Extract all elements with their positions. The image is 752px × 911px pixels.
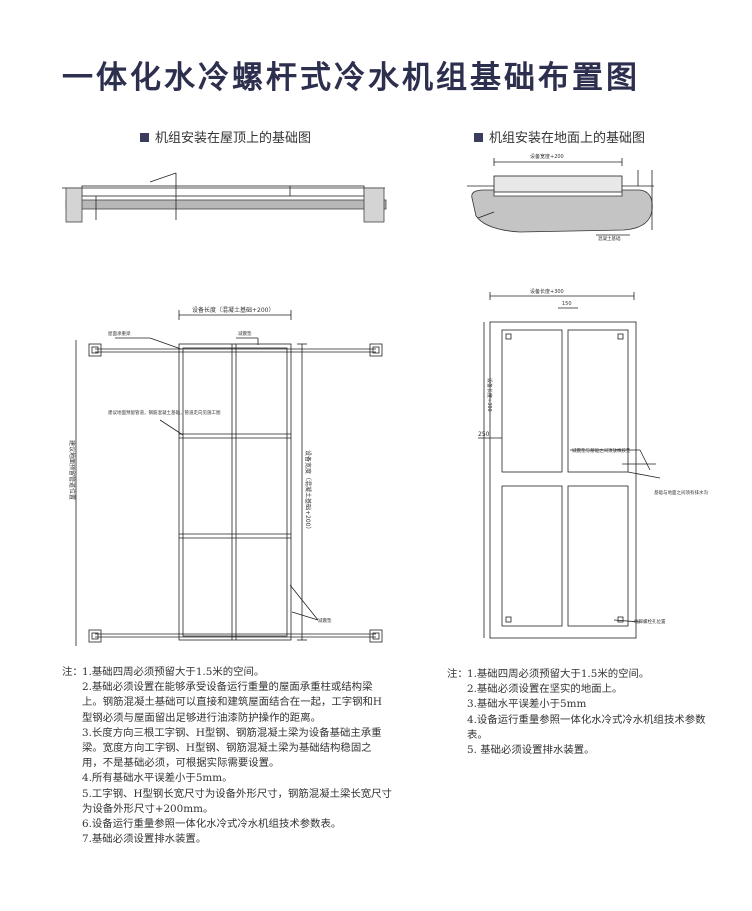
square-bullet-icon (474, 133, 483, 142)
left-callout-2: 减震垫 (238, 330, 252, 337)
right-section-note: 混凝土基础 (598, 235, 621, 242)
left-note-7: 7.基础必须设置排水装置。 (82, 833, 207, 846)
left-notes: 注： 1.基础四周必须预留大于1.5米的空间。 2.基础必须设置在能够承受设备运… (62, 665, 392, 847)
right-section-top-label: 设备宽度+200 (530, 153, 564, 160)
right-note-2: 2.基础必须设置在坚实的地面上。 (467, 683, 623, 696)
left-plan-drawing (75, 310, 383, 646)
left-section-drawing (62, 172, 387, 223)
left-note-5: 5.工字钢、H型钢长宽尺寸为设备外形尺寸，钢筋混凝土梁长宽尺寸为设备外形尺寸+2… (82, 787, 392, 815)
right-top-dim-label: 设备长度+300 (530, 288, 564, 295)
left-note-6: 6.设备运行重量参照一体化水冷式冷水机组技术参数表。 (82, 818, 342, 831)
left-callout-4: 减震垫 (318, 617, 332, 624)
left-subtitle-text: 机组安装在屋顶上的基础图 (155, 131, 312, 146)
right-dim-250: 250 (478, 431, 490, 438)
right-bottom-note: 地脚螺栓孔位置 (634, 618, 666, 625)
left-callout-1: 屋面承重梁 (108, 330, 131, 337)
right-side-dim-label: 设备长度+300 (486, 378, 493, 412)
right-plan-labels: 设备长度+300 150 设备长度+300 250 减震垫与基础之间须放橡胶垫 … (478, 288, 708, 625)
left-long-dim-label: 建议地面预留管道位置 (68, 440, 76, 500)
left-notes-label: 注： (62, 666, 83, 678)
left-side-dim-label: 设备宽度（混凝土基础+200） (304, 450, 312, 532)
right-section-labels: 设备宽度+200 混凝土基础 (530, 153, 621, 242)
left-note-2: 2.基础必须设置在能够承受设备运行重量的屋面承重柱或结构梁上。钢筋混凝土基础可以… (82, 681, 382, 724)
left-subtitle: 机组安装在屋顶上的基础图 (140, 127, 311, 146)
left-callout-3: 建议地面预留管道，钢筋混凝土基础，管道走向见施工图 (108, 409, 221, 416)
right-notes-label: 注： (447, 668, 468, 680)
left-plan-labels: 设备长度（混凝土基础+200） 屋面承重梁 减震垫 建议地面预留管道，钢筋混凝土… (68, 306, 332, 624)
right-note-3: 3.基础水平误差小于5mm (467, 698, 587, 711)
right-dim-150: 150 (562, 301, 572, 307)
right-section-drawing (467, 158, 654, 236)
left-note-4: 4.所有基础水平误差小于5mm。 (82, 772, 233, 785)
left-note-1: 1.基础四周必须预留大于1.5米的空间。 (82, 666, 265, 678)
right-subtitle: 机组安装在地面上的基础图 (474, 127, 645, 146)
right-note-4: 4.设备运行重量参照一体化水冷式冷水机组技术参数表。 (467, 713, 706, 741)
square-bullet-icon (140, 133, 149, 142)
left-top-dim-label: 设备长度（混凝土基础+200） (192, 306, 274, 314)
right-note-1: 1.基础四周必须预留大于1.5米的空间。 (467, 668, 650, 680)
right-subtitle-text: 机组安装在地面上的基础图 (489, 131, 646, 146)
page-title: 一体化水冷螺杆式冷水机组基础布置图 (62, 60, 640, 96)
right-note-5: 5. 基础必须设置排水装置。 (467, 744, 595, 757)
right-callout-1: 减震垫与基础之间须放橡胶垫 (572, 447, 631, 454)
right-notes: 注： 1.基础四周必须预留大于1.5米的空间。 2.基础必须设置在坚实的地面上。… (447, 667, 709, 758)
right-plan-drawing (478, 292, 661, 639)
right-callout-2: 基础与地面之间须有排水沟 (654, 489, 708, 496)
left-note-3: 3.长度方向三根工字钢、H型钢、钢筋混凝土梁为设备基础主承重梁。宽度方向工字钢、… (82, 726, 382, 770)
